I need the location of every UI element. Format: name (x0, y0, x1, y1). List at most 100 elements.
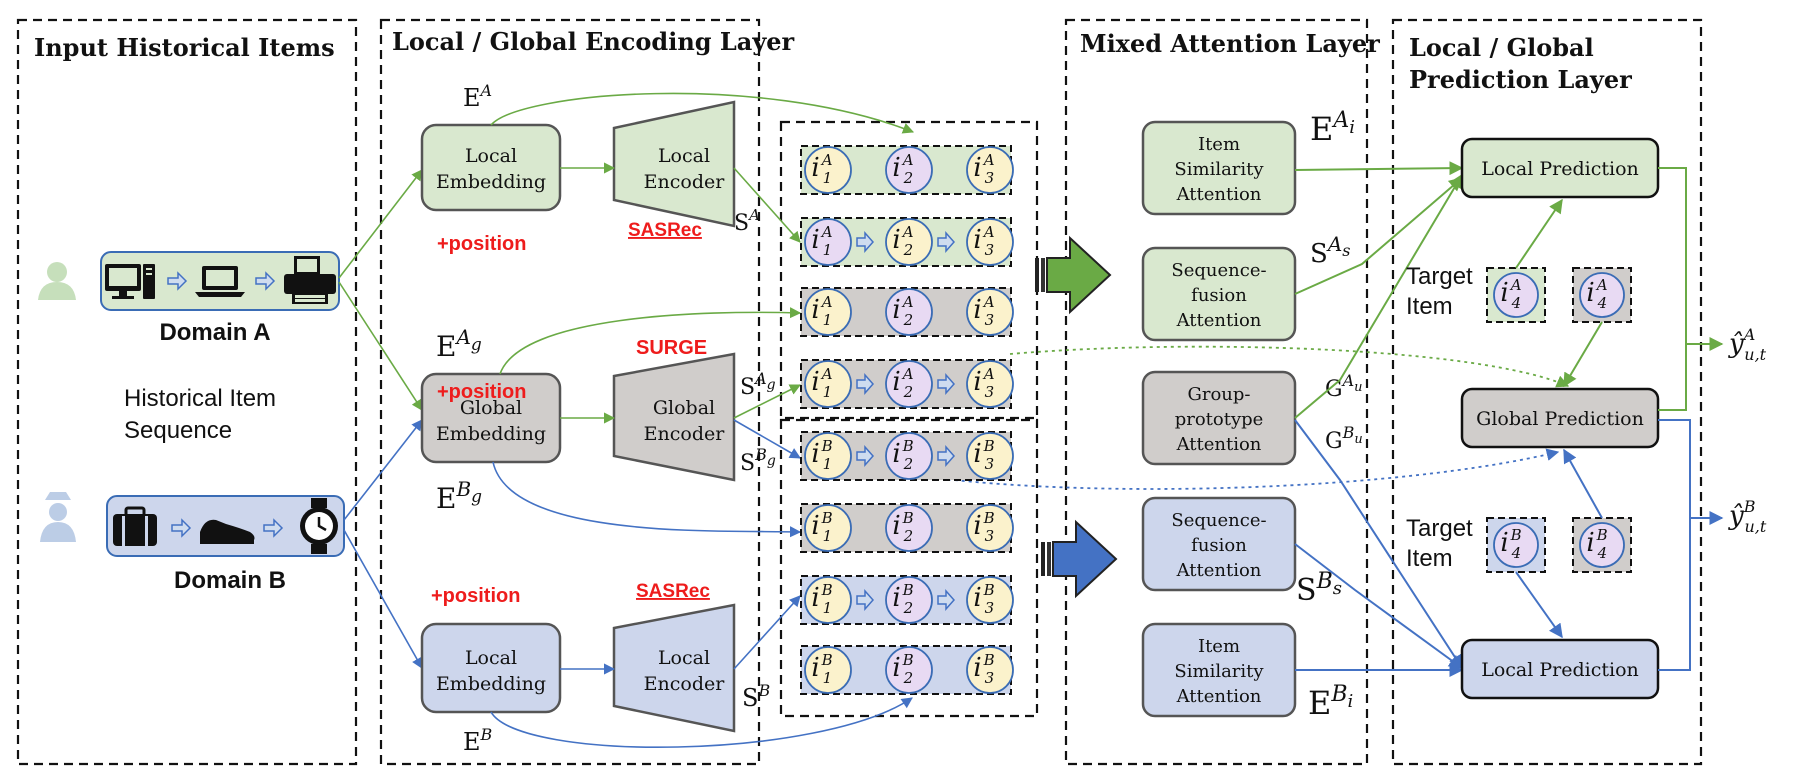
local-embedding-a-label-1: Local (465, 145, 517, 167)
panel-attention-frame (1064, 18, 1369, 766)
arrow-ea-to-seq1 (490, 92, 915, 134)
arrow-sb-to-seq7 (733, 595, 801, 670)
symbol-ebg: EBg (436, 477, 482, 515)
arrow-sa-to-seq2 (733, 167, 801, 243)
arrow-seqfusion-b-to-local (1294, 543, 1464, 669)
symbol-ebi: EBi (1308, 682, 1353, 722)
sequence-item-node (966, 146, 1014, 194)
symbol-gau: GAu (1325, 371, 1363, 402)
arrow-icon (171, 518, 192, 538)
sequence-item-node (885, 646, 933, 694)
sequence-item-node (885, 432, 933, 480)
watch-icon (300, 498, 338, 554)
local-embedding-a-label-2: Embedding (436, 171, 546, 193)
symbol-sa: SA (734, 206, 760, 236)
sequence-item-node (966, 360, 1014, 408)
laptop-icon (195, 266, 245, 297)
position-tag-b: +position (431, 585, 520, 607)
dotted-arrow-seqA-to-global (1009, 345, 1570, 388)
arrow-b-to-global-embedding (343, 419, 423, 521)
user-blue-icon (40, 492, 76, 542)
arrow-icon (856, 231, 875, 253)
arrow-a-to-local-embedding (338, 169, 423, 279)
printer-icon (284, 256, 336, 304)
arrow-seqfusion-a-to-local (1294, 177, 1464, 295)
target-item-node (1579, 272, 1625, 318)
global-embedding-label-2: Embedding (436, 423, 546, 445)
group-label-3: Attention (1176, 434, 1262, 455)
group-label-1: Group- (1187, 384, 1250, 405)
arrow-target-a-to-global (1563, 321, 1603, 388)
symbol-eag: EAg (436, 325, 482, 363)
local-prediction-a-label: Local Prediction (1481, 158, 1639, 180)
arrow-sag-to-seq4 (733, 384, 802, 419)
sequence-item-node (966, 504, 1014, 552)
symbol-ea: EA (463, 81, 492, 112)
arrow-sbg-to-seq5 (733, 419, 801, 459)
seqfusion-b-label-1: Sequence- (1171, 510, 1266, 531)
group-label-2: prototype (1175, 409, 1264, 430)
position-tag-a: +position (437, 233, 526, 255)
local-encoder-a-label-2: Encoder (644, 171, 726, 193)
arrow-icon (167, 271, 188, 291)
user-green-icon (38, 262, 76, 300)
panel-title-prediction-2: Prediction Layer (1409, 65, 1632, 94)
symbol-sas: SAs (1310, 232, 1350, 269)
panel-encoding-frame (379, 18, 761, 766)
symbol-sbg: SBg (740, 445, 776, 476)
target-item-node (1493, 272, 1539, 318)
sequence-group-a-frame (779, 120, 1039, 420)
history-label-2: Sequence (124, 417, 232, 444)
panel-title-prediction-1: Local / Global (1409, 33, 1594, 62)
seqfusion-b-label-2: fusion (1191, 535, 1247, 556)
sequence-item-node (966, 576, 1014, 624)
target-item-b-label-2: Item (1406, 545, 1453, 572)
sequence-item-node (804, 360, 852, 408)
target-item-b-label-1: Target (1406, 515, 1473, 542)
sequence-item-node (804, 218, 852, 266)
arrow-icon (937, 373, 956, 395)
arrow-icon (856, 445, 875, 467)
arrow-global-to-output-b (1658, 419, 1724, 525)
arrow-icon (856, 589, 875, 611)
arrow-eag-to-seq3 (499, 307, 802, 375)
arrow-target-a-to-local (1515, 198, 1563, 269)
global-encoder-label-2: Encoder (644, 423, 726, 445)
arrow-target-b-to-local (1515, 571, 1563, 639)
local-encoder-a (612, 100, 736, 228)
local-encoder-a-label-1: Local (658, 145, 710, 167)
sequence-item-node (885, 360, 933, 408)
position-tag-global: +position (437, 381, 526, 403)
arrow-group-to-local-a (1294, 173, 1463, 419)
sequence-item-node (966, 646, 1014, 694)
sequence-item-node (885, 576, 933, 624)
itemsim-a-label-2: Similarity (1174, 159, 1264, 180)
arrow-eb-to-seq8 (490, 697, 913, 748)
arrow-a-to-global-embedding (338, 281, 423, 411)
itemsim-b-label-3: Attention (1176, 686, 1262, 707)
local-embedding-a (420, 123, 562, 212)
arrow-icon (937, 445, 956, 467)
arrow-icon (255, 271, 276, 291)
seqfusion-a-label-2: fusion (1191, 285, 1247, 306)
